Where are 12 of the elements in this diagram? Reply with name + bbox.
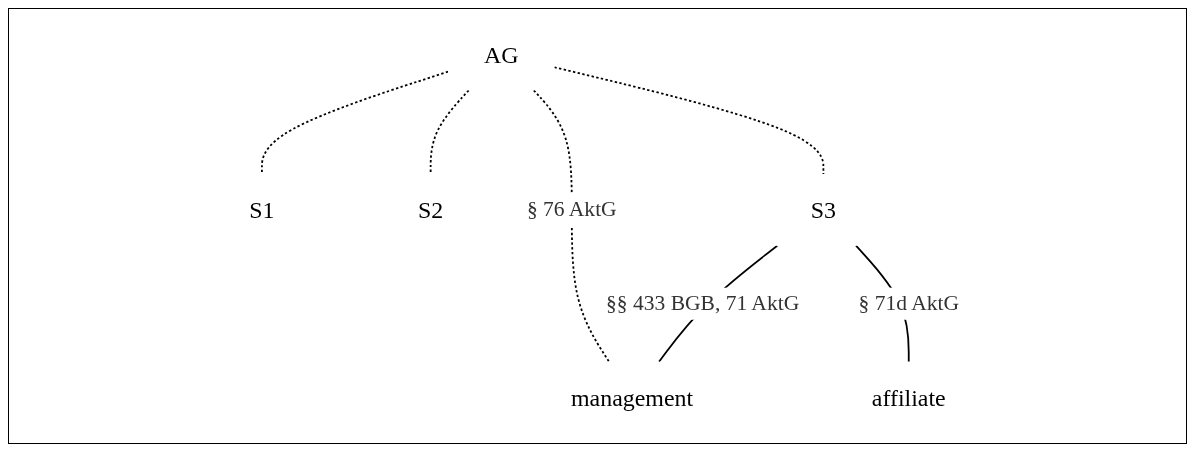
node-text: affiliate [871, 384, 946, 411]
connector [532, 89, 610, 363]
node-text: AG [483, 41, 519, 68]
connector [261, 70, 449, 175]
node-text: S1 [249, 196, 275, 224]
edge-label: § 71d AktG [858, 291, 959, 316]
connector [429, 89, 470, 175]
node-text: management [570, 384, 694, 411]
edge-label: §§ 433 BGB, 71 AktG [606, 291, 800, 316]
node-text: S3 [810, 196, 837, 224]
edge-label: § 76 AktG [526, 197, 617, 222]
node-text: S2 [418, 196, 444, 224]
